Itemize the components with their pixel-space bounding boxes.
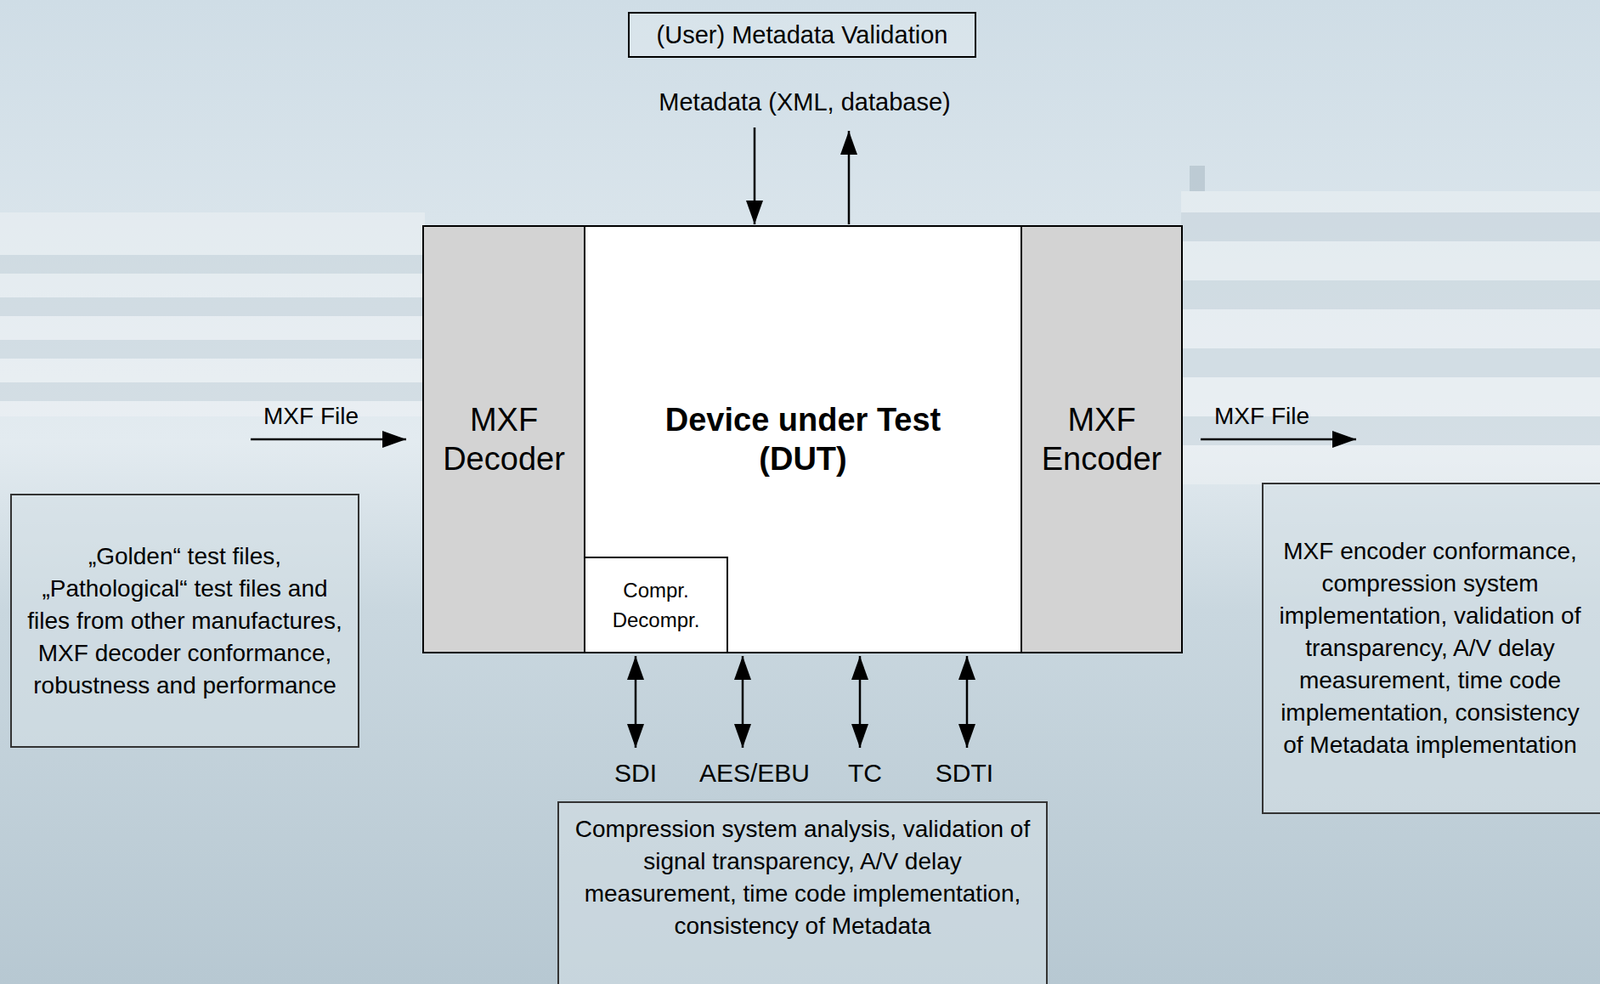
signal-arrow [634,655,638,748]
node-text: MXF Decoder [429,400,579,479]
node-text: „Golden“ test files, „Pathological“ test… [22,540,348,702]
node-text: MXF encoder conformance, compression sys… [1268,535,1592,762]
signal-label: TC [848,758,882,788]
signal-arrow [966,655,969,748]
decoder-band: MXF Decoder [422,225,586,654]
metadata-label: Metadata (XML, database) [658,88,950,117]
note-box: MXF encoder conformance, compression sys… [1261,482,1600,815]
file-label: MXF File [263,402,359,430]
note-box: Compression system analysis, validation … [557,801,1048,984]
file-in-arrow [250,438,407,441]
metadata-out-arrow [848,130,851,225]
building-left [0,212,425,417]
signal-label: SDTI [935,758,994,788]
node-text: (User) Metadata Validation [656,20,949,50]
node-text: Compression system analysis, validation … [567,813,1038,943]
signal-label: SDI [614,758,657,788]
title-box: (User) Metadata Validation [627,11,977,58]
file-out-arrow [1200,438,1357,441]
node-text: Compr. Decompr. [604,575,707,635]
metadata-in-arrow [753,127,757,225]
building-right [1181,165,1600,485]
codec-box: Compr. Decompr. [583,556,729,654]
device-box: Device under Test (DUT) Compr. Decompr. [583,225,1023,654]
signal-arrow [859,655,862,748]
node-text: MXF Encoder [1027,400,1176,479]
node-text: Device under Test (DUT) [650,400,956,479]
signal-arrow [741,655,745,748]
encoder-band: MXF Encoder [1020,225,1183,654]
file-label: MXF File [1214,402,1310,430]
signal-label: AES/EBU [699,758,810,788]
note-box: „Golden“ test files, „Pathological“ test… [10,493,360,748]
